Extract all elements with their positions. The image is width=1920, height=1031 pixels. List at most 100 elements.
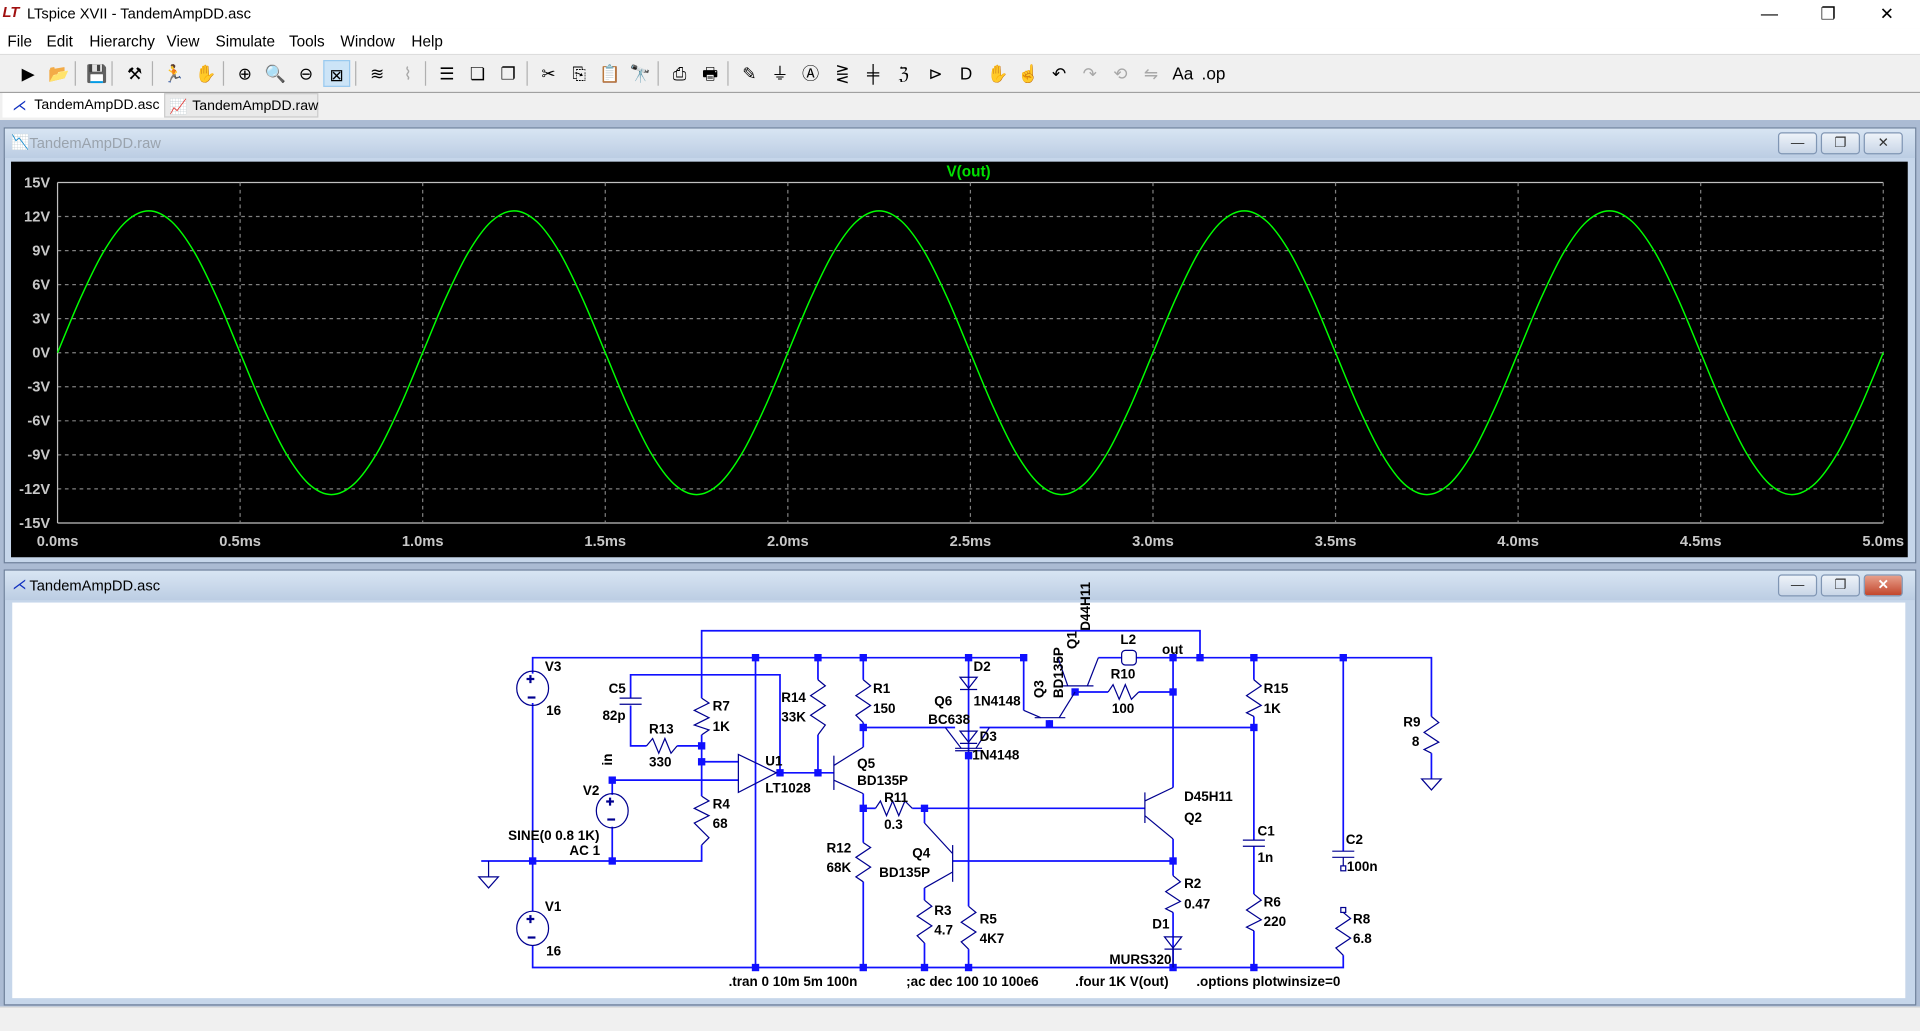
tile-horizontal-button[interactable]: ☰ [439,63,455,84]
move-button[interactable]: ✋ [987,63,1009,84]
component-label[interactable]: 16 [546,703,561,718]
waveform-close-button[interactable]: ✕ [1863,132,1903,155]
component-label[interactable]: Q2 [1184,810,1202,825]
component-label[interactable]: 150 [873,701,895,716]
component-label[interactable]: AC 1 [569,843,600,858]
halt-button[interactable]: 🏃 [163,63,185,84]
maximize-button[interactable]: ❐ [1820,3,1836,24]
component-label[interactable]: 220 [1264,914,1286,929]
inductor-button[interactable]: ℨ [898,63,909,84]
component-label[interactable]: 1N4148 [972,747,1020,762]
schematic-canvas[interactable] [12,602,1906,999]
save-button[interactable]: 💾 [86,63,108,84]
redo-button[interactable]: ↷ [1082,63,1097,84]
component-label[interactable]: 82p [602,708,625,723]
component-label[interactable]: SINE(0 0.8 1K) [508,828,599,843]
component-label[interactable]: R11 [884,790,908,805]
waveform-minimize-button[interactable]: — [1777,132,1818,155]
zoom-out-button[interactable]: ⊖ [298,63,314,84]
component-label[interactable]: D45H11 [1184,789,1233,804]
component-label[interactable]: D3 [980,729,997,744]
component-label[interactable]: 1K [713,719,730,734]
component-label[interactable]: R6 [1264,894,1281,909]
component-label[interactable]: 100n [1347,859,1378,874]
component-label[interactable]: U1 [765,753,783,768]
component-label[interactable]: 0.3 [884,817,903,832]
component-button[interactable]: D [959,63,973,84]
component-label[interactable]: 0.47 [1184,897,1210,912]
close-button[interactable]: ✕ [1879,3,1895,24]
autorange-button[interactable]: ≋ [369,63,385,84]
component-label[interactable]: R3 [934,903,951,918]
menu-hierarchy[interactable]: Hierarchy [89,33,155,51]
menu-window[interactable]: Window [340,33,395,51]
component-label[interactable]: 4.7 [934,922,953,937]
drag-button[interactable]: ☝ [1017,63,1040,84]
component-label[interactable]: V1 [545,899,562,914]
zoom-area-button[interactable]: 🔍 [264,63,287,84]
component-label[interactable]: D1 [1152,916,1170,931]
find-button[interactable]: 🔭 [629,63,652,84]
component-label[interactable]: R4 [713,796,731,811]
spice-directive[interactable]: .options plotwinsize=0 [1196,974,1340,989]
component-label[interactable]: 1K [1264,701,1281,716]
component-label[interactable]: 6.8 [1353,931,1372,946]
component-label[interactable]: R9 [1403,714,1420,729]
component-label[interactable]: 100 [1112,701,1134,716]
tab-schematic[interactable]: ⋌ TandemAmpDD.asc [2,93,165,118]
component-label[interactable]: Q3 [1031,680,1046,698]
menu-help[interactable]: Help [411,33,443,51]
component-label[interactable]: R7 [713,698,730,713]
copy-button[interactable]: ⎘ [572,63,587,84]
component-label[interactable]: 8 [1412,734,1420,749]
open-button[interactable]: 📂 [48,63,70,84]
component-label[interactable]: 330 [649,755,671,770]
label-net-button[interactable]: Ⓐ [802,63,820,84]
component-label[interactable]: BD135P [857,773,908,788]
resistor-button[interactable]: ⋛ [835,63,850,84]
zoom-fit-button[interactable]: ⊠ [323,60,351,87]
component-label[interactable]: L2 [1120,632,1136,647]
draw-wire-button[interactable]: ✎ [742,63,757,84]
cascade-button[interactable]: ❏ [469,63,486,84]
component-label[interactable]: BD135P [879,865,930,880]
component-label[interactable]: out [1162,642,1183,657]
component-label[interactable]: in [600,753,615,765]
schematic-close-button[interactable]: ✕ [1863,574,1903,597]
spice-directive[interactable]: .four 1K V(out) [1075,974,1169,989]
component-label[interactable]: C1 [1258,823,1276,838]
paste-button[interactable]: 📋 [599,63,621,84]
component-label[interactable]: MURS320 [1109,952,1171,967]
component-label[interactable]: 33K [781,709,806,724]
component-label[interactable]: R10 [1111,666,1136,681]
waveform-restore-button[interactable]: ❐ [1820,132,1861,155]
menu-file[interactable]: File [7,33,33,51]
component-label[interactable]: Q5 [857,756,875,771]
run-button[interactable]: ▶ [21,63,35,84]
print-button[interactable]: 🖶 [702,63,719,84]
component-label[interactable]: BC638 [928,712,970,727]
component-label[interactable]: 16 [546,943,561,958]
component-label[interactable]: D44H11 [1078,582,1093,631]
pan-button[interactable]: ✋ [195,63,217,84]
trace-label-vout[interactable]: V(out) [946,163,990,180]
component-label[interactable]: 68K [827,860,852,875]
control-panel-button[interactable]: ⚒ [127,63,143,84]
component-label[interactable]: Q1 [1064,631,1079,649]
component-label[interactable]: R12 [827,840,852,855]
component-label[interactable]: R5 [980,911,998,926]
schematic-restore-button[interactable]: ❐ [1820,574,1861,597]
component-label[interactable]: C2 [1346,832,1363,847]
plot-area[interactable] [11,161,1908,558]
component-label[interactable]: D2 [973,659,990,674]
spice-directive[interactable]: ;ac dec 100 10 100e6 [906,974,1039,989]
tab-waveform[interactable]: 📈 TandemAmpDD.raw [164,93,319,118]
capacitor-button[interactable]: ╪ [866,63,880,84]
mirror-button[interactable]: ⇋ [1143,63,1159,84]
print-setup-button[interactable]: ⎙ [672,63,687,84]
component-label[interactable]: LT1028 [765,780,811,795]
menu-tools[interactable]: Tools [288,33,325,51]
component-label[interactable]: R13 [649,722,674,737]
component-label[interactable]: R1 [873,681,891,696]
diode-button[interactable]: ⊳ [928,63,943,84]
